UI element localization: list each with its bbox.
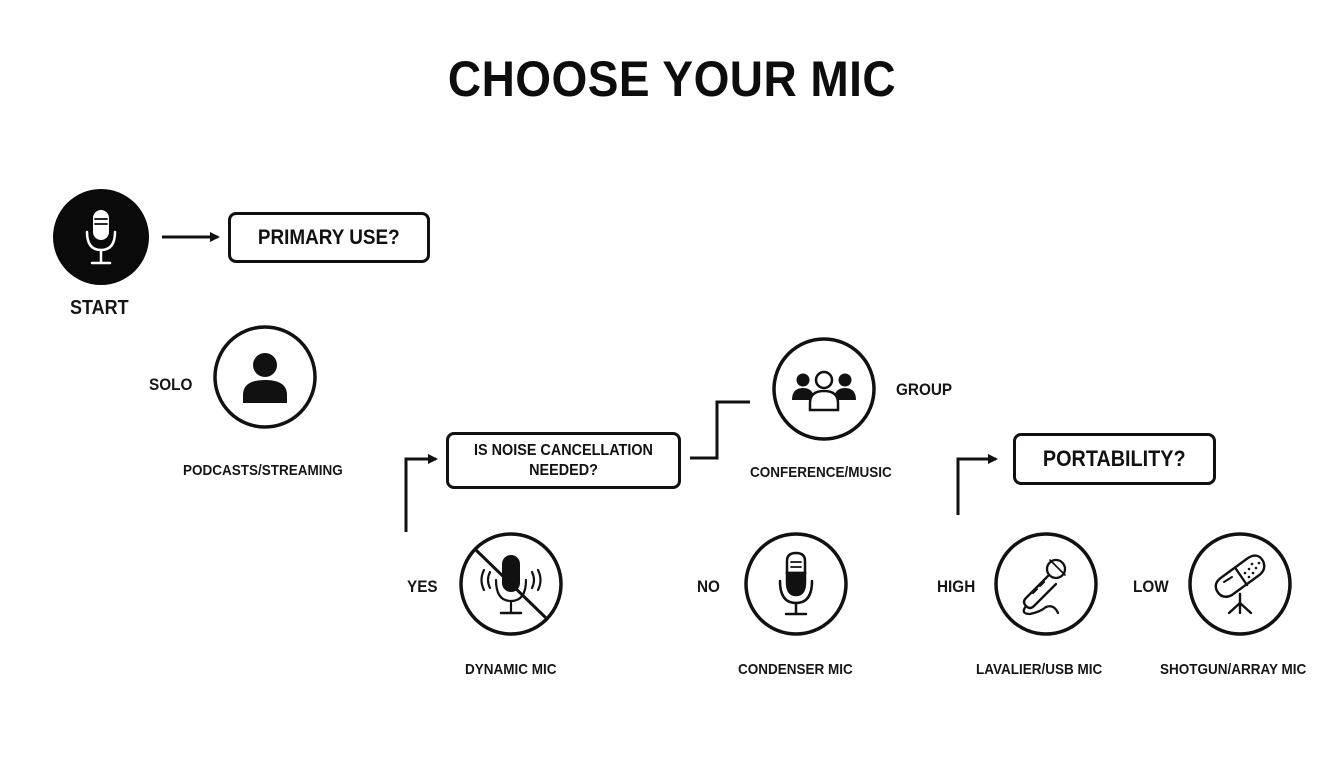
group-node xyxy=(772,337,876,441)
person-icon xyxy=(243,353,287,403)
branch-group-caption: CONFERENCE/MUSIC xyxy=(750,464,892,481)
question-noise-cancellation-text: IS NOISE CANCELLATION NEEDED? xyxy=(474,441,653,479)
connector-noise-to-group xyxy=(690,400,750,460)
question-portability-text: PORTABILITY? xyxy=(1043,446,1186,471)
outcome-condenser-mic: CONDENSER MIC xyxy=(738,661,853,678)
solo-node xyxy=(213,325,317,429)
shotgun-array-mic-node xyxy=(1188,532,1292,636)
branch-group-label: GROUP xyxy=(896,380,953,399)
connector-to-portability-question xyxy=(956,454,998,515)
dynamic-mic-node xyxy=(459,532,563,636)
group-icon xyxy=(792,370,856,412)
page-title: CHOOSE YOUR MIC xyxy=(447,51,897,107)
start-label: START xyxy=(70,297,129,319)
shotgun-mic-icon xyxy=(1214,554,1266,615)
answer-high: HIGH xyxy=(937,577,976,596)
outcome-lavalier-usb-mic: LAVALIER/USB MIC xyxy=(976,661,1103,678)
answer-yes: YES xyxy=(407,577,438,596)
outcome-shotgun-array-mic: SHOTGUN/ARRAY MIC xyxy=(1160,661,1307,678)
branch-solo-caption: PODCASTS/STREAMING xyxy=(183,462,343,479)
microphone-icon xyxy=(85,210,117,265)
start-node xyxy=(53,189,149,285)
no-noise-mic-icon xyxy=(475,549,547,619)
answer-no: NO xyxy=(697,577,720,596)
question-portability: PORTABILITY? xyxy=(1013,433,1216,485)
condenser-mic-icon xyxy=(778,551,814,616)
question-noise-cancellation: IS NOISE CANCELLATION NEEDED? xyxy=(446,432,681,489)
answer-low: LOW xyxy=(1133,577,1169,596)
connector-to-noise-question xyxy=(404,454,438,532)
lavalier-usb-mic-node xyxy=(994,532,1098,636)
outcome-dynamic-mic: DYNAMIC MIC xyxy=(465,661,557,678)
branch-solo-label: SOLO xyxy=(149,375,193,394)
question-primary-use-text: PRIMARY USE? xyxy=(258,225,400,249)
handheld-mic-icon xyxy=(1022,558,1067,616)
question-primary-use: PRIMARY USE? xyxy=(228,212,430,263)
condenser-mic-node xyxy=(744,532,848,636)
